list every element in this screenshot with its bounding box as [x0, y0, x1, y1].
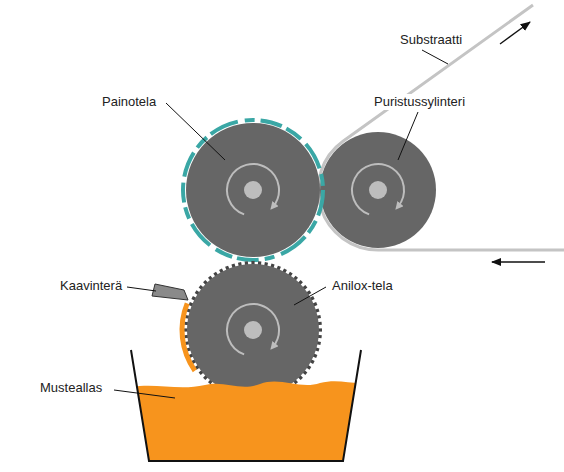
substrate-web	[318, 5, 564, 250]
rotation-arrows	[227, 164, 404, 354]
part-label: Kaavinterä	[58, 278, 124, 294]
roll-hub	[244, 321, 262, 339]
anilox-roll	[187, 264, 319, 396]
part-label: Painotela	[100, 94, 158, 110]
printing-plate	[183, 120, 323, 260]
direction-arrow	[492, 261, 545, 262]
roll-hub	[369, 181, 387, 199]
part-label: Substraatti	[398, 32, 464, 48]
impression-cylinder	[320, 132, 436, 248]
direction-arrow	[500, 22, 530, 44]
ink	[120, 381, 370, 470]
ink-pan	[131, 350, 361, 461]
anilox-cells	[184, 261, 322, 399]
part-label: Puristussylinteri	[372, 94, 467, 110]
printing-roll	[186, 123, 320, 257]
doctor-blade	[152, 284, 188, 300]
part-label: Musteallas	[38, 380, 104, 396]
ink-film	[182, 303, 195, 370]
roll-hub	[244, 181, 262, 199]
part-label: Anilox-tela	[330, 278, 395, 294]
